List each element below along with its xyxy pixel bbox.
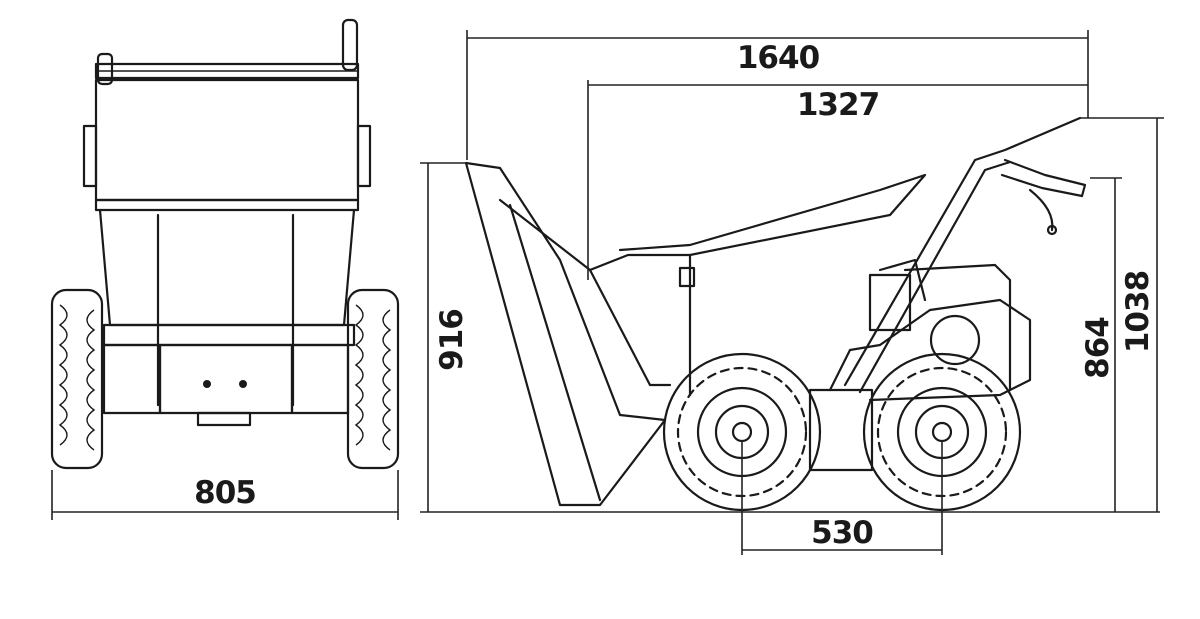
dimension-wheelbase: 530 [741, 440, 943, 555]
dimension-label-916: 916 [434, 309, 470, 371]
dimension-1327: 1327 [587, 80, 1088, 280]
dimension-overall-length: 1640 [466, 30, 1089, 160]
dimension-overall-height: 1038 [1080, 117, 1164, 512]
side-chassis [808, 258, 1032, 472]
dimension-label-864: 864 [1080, 317, 1116, 379]
side-view: 1640 1327 916 864 1038 [420, 30, 1164, 555]
front-bucket [82, 78, 372, 407]
dimension-label-1327: 1327 [797, 87, 879, 123]
front-right-wheel [346, 288, 400, 470]
dimension-864: 864 [1080, 177, 1122, 512]
dimension-bucket-height: 916 [420, 162, 1160, 513]
side-handle [843, 116, 1087, 394]
dimension-label-805: 805 [194, 475, 256, 511]
front-view: 805 [50, 18, 400, 520]
dimension-label-1038: 1038 [1120, 271, 1156, 353]
front-handlebar [94, 18, 360, 86]
dimension-front-width: 805 [51, 470, 399, 520]
dimension-label-1640: 1640 [737, 40, 820, 76]
front-chassis [102, 323, 356, 427]
side-bucket [464, 161, 927, 507]
dimension-label-530: 530 [811, 515, 873, 551]
front-left-wheel [50, 288, 104, 470]
